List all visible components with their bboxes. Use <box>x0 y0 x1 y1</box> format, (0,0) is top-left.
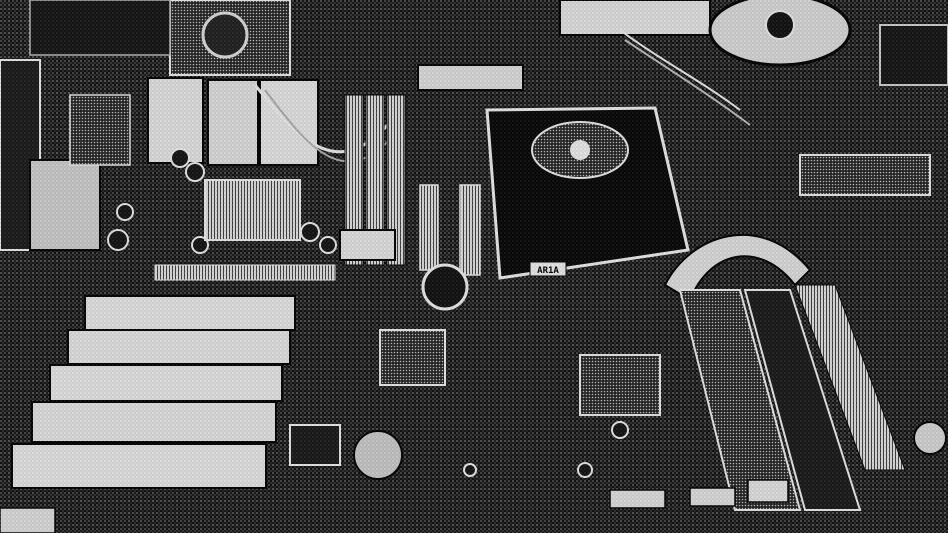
halftone-overlay <box>0 0 948 533</box>
motherboard-photo: AR1A <box>0 0 948 533</box>
